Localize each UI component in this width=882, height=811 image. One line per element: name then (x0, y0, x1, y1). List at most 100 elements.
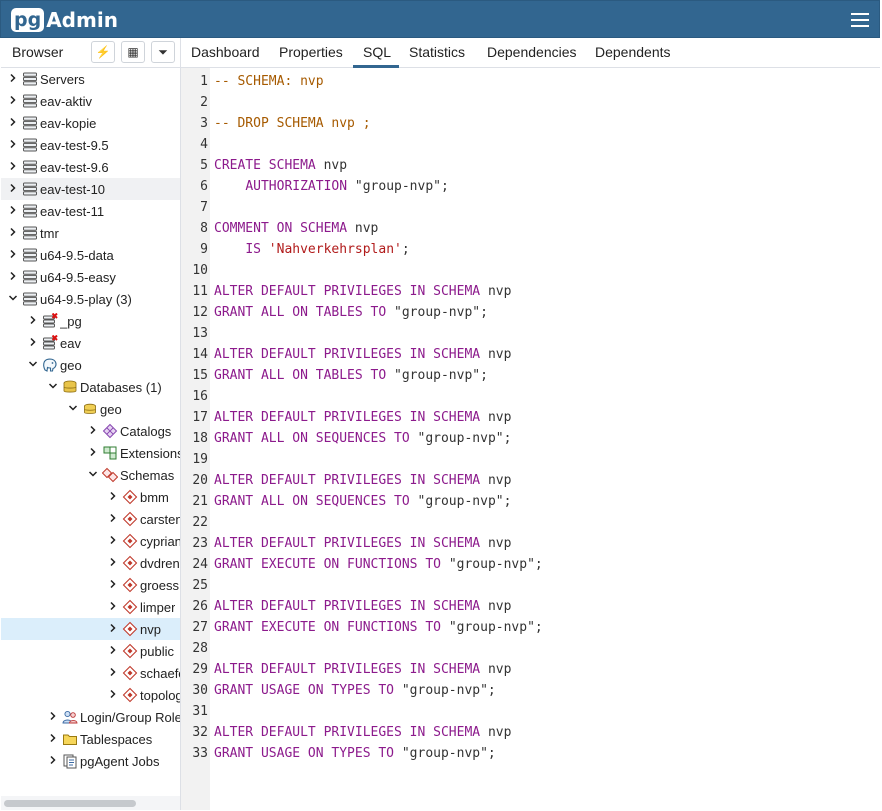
tree-node[interactable]: Extensions (1, 442, 180, 464)
chevron-right-icon[interactable] (8, 117, 18, 130)
chevron-right-icon[interactable] (8, 139, 18, 152)
tab-sql[interactable]: SQL (363, 44, 391, 60)
sql-text: nvp (488, 536, 511, 551)
tree-node[interactable]: Servers (1, 68, 180, 90)
chevron-right-icon[interactable] (8, 249, 18, 262)
chevron-right-icon[interactable] (108, 645, 118, 658)
tab-dependents[interactable]: Dependents (595, 44, 671, 60)
sql-editor[interactable]: 1-- SCHEMA: nvp23-- DROP SCHEMA nvp ;45C… (181, 68, 880, 810)
chevron-down-icon[interactable] (28, 359, 38, 372)
chevron-right-icon[interactable] (108, 667, 118, 680)
tree-node[interactable]: geo (1, 354, 180, 376)
sql-text: nvp (324, 158, 347, 173)
query-tool-button[interactable]: ⚡ (91, 41, 115, 63)
sql-keyword: ALTER DEFAULT PRIVILEGES IN SCHEMA (214, 725, 488, 740)
tree-node[interactable]: eav-test-9.5 (1, 134, 180, 156)
tree-node[interactable]: pgAgent Jobs (1, 750, 180, 772)
chevron-right-icon[interactable] (108, 579, 118, 592)
tab-dependencies[interactable]: Dependencies (487, 44, 577, 60)
hamburger-menu-icon[interactable] (851, 13, 869, 27)
sql-keyword: GRANT ALL ON TABLES TO (214, 305, 394, 320)
sql-comment: -- DROP SCHEMA nvp ; (214, 116, 371, 131)
sql-keyword: GRANT EXECUTE ON FUNCTIONS TO (214, 620, 449, 635)
chevron-right-icon[interactable] (48, 733, 58, 746)
tree-node[interactable]: limper (1, 596, 180, 618)
tree-node-label: groess (140, 578, 179, 593)
line-number: 14 (181, 344, 208, 365)
tab-statistics[interactable]: Statistics (409, 44, 465, 60)
tree-node[interactable]: Tablespaces (1, 728, 180, 750)
tree-node[interactable]: u64-9.5-easy (1, 266, 180, 288)
chevron-right-icon[interactable] (8, 73, 18, 86)
chevron-right-icon[interactable] (108, 535, 118, 548)
tree-node[interactable]: eav-aktiv (1, 90, 180, 112)
tree-node-label: geo (100, 402, 122, 417)
tree-node[interactable]: topology (1, 684, 180, 706)
tree-node[interactable]: tmr (1, 222, 180, 244)
sql-keyword: AUTHORIZATION (245, 179, 355, 194)
chevron-right-icon[interactable] (8, 95, 18, 108)
chevron-right-icon[interactable] (8, 183, 18, 196)
tree-node[interactable]: Login/Group Roles (1, 706, 180, 728)
line-number: 4 (181, 134, 208, 155)
chevron-right-icon[interactable] (28, 337, 38, 350)
tree-node[interactable]: Schemas (1, 464, 180, 486)
tree-node[interactable]: u64-9.5-data (1, 244, 180, 266)
tree-node[interactable]: carsten (1, 508, 180, 530)
tree-node[interactable]: Databases (1) (1, 376, 180, 398)
chevron-right-icon[interactable] (28, 315, 38, 328)
chevron-right-icon[interactable] (108, 601, 118, 614)
tree-node[interactable]: eav-test-9.6 (1, 156, 180, 178)
tree-node[interactable]: nvp (1, 618, 180, 640)
chevron-down-icon[interactable] (68, 403, 78, 416)
chevron-right-icon[interactable] (108, 623, 118, 636)
chevron-right-icon[interactable] (108, 513, 118, 526)
browser-panel: Browser ⚡ ▦ ⏷ Serverseav-aktiveav-kopiee… (1, 38, 181, 810)
tree-node[interactable]: u64-9.5-play (3) (1, 288, 180, 310)
tree-horizontal-scrollbar[interactable] (1, 796, 180, 810)
sql-text: ; (402, 242, 410, 257)
tree-node[interactable]: _pg (1, 310, 180, 332)
database-icon (82, 401, 98, 417)
filter-button[interactable]: ⏷ (151, 41, 175, 63)
chevron-right-icon[interactable] (88, 447, 98, 460)
tree-node[interactable]: groess (1, 574, 180, 596)
tree-node[interactable]: public (1, 640, 180, 662)
tree-node[interactable]: eav (1, 332, 180, 354)
tree-node[interactable]: eav-kopie (1, 112, 180, 134)
postgres-elephant-icon (42, 357, 58, 373)
code-line: 29ALTER DEFAULT PRIVILEGES IN SCHEMA nvp (181, 659, 880, 680)
tab-dashboard[interactable]: Dashboard (191, 44, 260, 60)
tree-node[interactable]: schaefer (1, 662, 180, 684)
chevron-right-icon[interactable] (48, 711, 58, 724)
tree-node[interactable]: dvdrental (1, 552, 180, 574)
chevron-right-icon[interactable] (8, 271, 18, 284)
chevron-right-icon[interactable] (8, 227, 18, 240)
chevron-right-icon[interactable] (8, 205, 18, 218)
top-navbar: pg Admin (0, 0, 880, 38)
tree-node[interactable]: eav-test-10 (1, 178, 180, 200)
chevron-right-icon[interactable] (108, 557, 118, 570)
tree-node[interactable]: eav-test-11 (1, 200, 180, 222)
tree-node-label: limper (140, 600, 175, 615)
line-number: 24 (181, 554, 208, 575)
chevron-down-icon[interactable] (88, 469, 98, 482)
tree-node[interactable]: geo (1, 398, 180, 420)
logo-pg-badge: pg (11, 8, 44, 32)
tree-node[interactable]: bmm (1, 486, 180, 508)
chevron-right-icon[interactable] (8, 161, 18, 174)
chevron-down-icon[interactable] (48, 381, 58, 394)
chevron-down-icon[interactable] (8, 293, 18, 306)
tab-properties[interactable]: Properties (279, 44, 343, 60)
tree-node[interactable]: cyprian (1, 530, 180, 552)
chevron-right-icon[interactable] (88, 425, 98, 438)
tree-node-label: Login/Group Roles (80, 710, 180, 725)
view-data-button[interactable]: ▦ (121, 41, 145, 63)
chevron-right-icon[interactable] (108, 689, 118, 702)
chevron-right-icon[interactable] (108, 491, 118, 504)
tree-node[interactable]: Catalogs (1, 420, 180, 442)
chevron-right-icon[interactable] (48, 755, 58, 768)
line-number: 13 (181, 323, 208, 344)
code-text: IS 'Nahverkehrsplan'; (214, 239, 410, 260)
scrollbar-thumb[interactable] (4, 800, 136, 807)
